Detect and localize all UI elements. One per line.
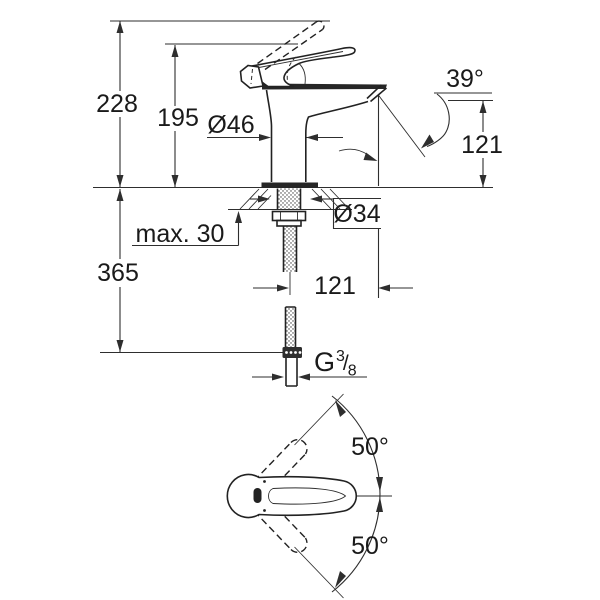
- handle-top-dot-1: [263, 480, 266, 483]
- label-121-height: 121: [461, 131, 503, 159]
- handle-rotated-upper-dashed: [253, 438, 308, 492]
- shank-sides: [276, 188, 302, 210]
- label-thread: G3/8: [314, 347, 357, 380]
- hose-end-tube: [285, 358, 298, 387]
- lever-raised-dashed: [257, 20, 325, 71]
- stream-direction-line: [377, 94, 426, 158]
- label-d46: Ø46: [207, 111, 254, 139]
- handle-top-slot: [253, 488, 262, 503]
- label-121-reach: 121: [314, 272, 356, 300]
- shank-threads-upper: [278, 188, 300, 210]
- dimension-outlet-height: 121: [461, 101, 503, 187]
- label-50-upper: 50°: [351, 433, 389, 461]
- label-195: 195: [157, 104, 199, 132]
- lever-handle: [248, 46, 356, 88]
- dimension-body-diameter: Ø46: [207, 111, 343, 141]
- dimension-hole-diameter: Ø34: [250, 195, 381, 230]
- lever-inner-line: [258, 51, 344, 68]
- hose-texture: [286, 307, 295, 347]
- mounting-nut: [271, 210, 307, 222]
- outlet-pointer-arc: [338, 148, 369, 156]
- swivel-leg-lower: [294, 546, 344, 599]
- dimension-stream-angle: 39°: [338, 65, 492, 161]
- d34-label-box: [332, 197, 381, 230]
- label-228: 228: [96, 90, 138, 118]
- handle-top-inner-contour: [268, 487, 347, 505]
- dimension-spout-reach: 121: [253, 272, 413, 300]
- handle-rotated-lower-dashed: [253, 500, 308, 554]
- handle-top-silhouette: [226, 473, 357, 519]
- handle-top-dot-2: [263, 509, 266, 512]
- dimension-195: 195: [157, 45, 199, 187]
- label-max30: max. 30: [136, 220, 225, 248]
- body-left-edge: [265, 89, 273, 182]
- dimension-365: 365: [97, 189, 139, 352]
- label-39deg: 39°: [446, 65, 484, 93]
- swivel-arc: [331, 395, 381, 593]
- lever-neck-line: [298, 63, 306, 85]
- hose-sides: [284, 306, 297, 347]
- dimension-max-deck: max. 30: [132, 211, 242, 248]
- lever-hidden-arc: [286, 56, 296, 82]
- dimension-thread: G3/8: [252, 347, 367, 381]
- hose-nut-knurls: [285, 351, 302, 354]
- aerator: [366, 84, 388, 103]
- label-365: 365: [97, 259, 139, 287]
- label-50-lower: 50°: [351, 532, 389, 560]
- faucet-side-view: [239, 20, 388, 188]
- threaded-rod-texture: [284, 226, 296, 272]
- threaded-rod-sides: [282, 226, 298, 272]
- side-view-dimensions: 228 195 365 Ø46 39°: [93, 20, 503, 381]
- washer: [276, 219, 302, 227]
- dimension-228: 228: [96, 21, 138, 187]
- label-d34: Ø34: [333, 200, 380, 228]
- base-plinth: [261, 182, 318, 188]
- counter-hatching: [239, 188, 350, 210]
- swivel-leg-upper: [294, 393, 344, 446]
- mounting-detail: [239, 188, 350, 387]
- faucet-top-view: 50° 50°: [226, 393, 392, 599]
- spout-top-surface: [262, 83, 387, 90]
- pivot-hidden-line: [250, 68, 253, 85]
- angle-leader-arc: [426, 93, 450, 148]
- spout-underside: [305, 100, 369, 182]
